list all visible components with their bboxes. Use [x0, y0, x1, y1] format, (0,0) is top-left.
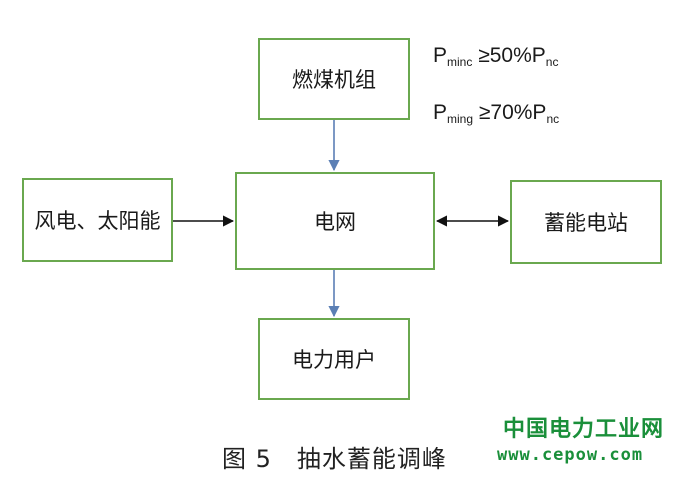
wind-solar-box: 风电、太阳能 — [22, 178, 173, 262]
storage-station-label: 蓄能电站 — [544, 211, 628, 235]
power-grid-label: 电网 — [314, 210, 356, 234]
wind-solar-label: 风电、太阳能 — [34, 209, 161, 233]
formula-min-coal-70: Pming ≥70%Pnc — [433, 101, 560, 126]
storage-station-box: 蓄能电站 — [510, 180, 662, 264]
coal-unit-box: 燃煤机组 — [258, 38, 410, 120]
coal-unit-label: 燃煤机组 — [292, 68, 376, 92]
power-users-box: 电力用户 — [258, 318, 410, 400]
formula-min-coal-50: Pminc ≥50%Pnc — [433, 44, 559, 69]
power-users-label: 电力用户 — [292, 348, 376, 372]
watermark-site-url: www.cepow.com — [497, 445, 644, 465]
power-grid-box: 电网 — [235, 172, 435, 270]
watermark-site-name: 中国电力工业网 — [503, 417, 665, 442]
figure-caption: 图 5 抽水蓄能调峰 — [222, 445, 447, 473]
